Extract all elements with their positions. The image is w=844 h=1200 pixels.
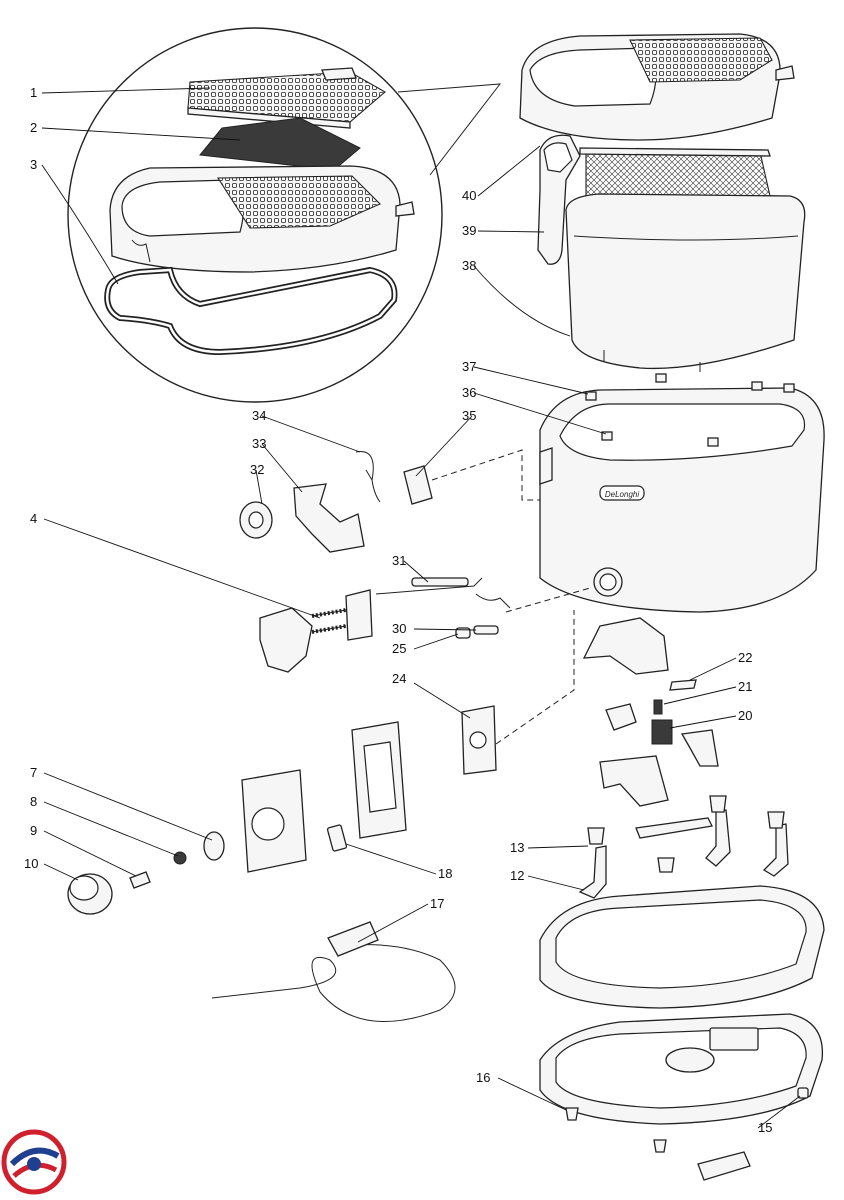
callout-32: 32 bbox=[250, 462, 264, 477]
callout-21: 21 bbox=[738, 679, 752, 694]
clips-part-37 bbox=[585, 373, 795, 447]
callout-34: 34 bbox=[252, 408, 266, 423]
callout-16: 16 bbox=[476, 1070, 490, 1085]
lid-detail-circle bbox=[67, 27, 502, 403]
callout-10: 10 bbox=[24, 856, 38, 871]
callout-labels: 1 2 3 4 7 8 9 10 12 13 15 16 17 18 20 21… bbox=[24, 85, 772, 1135]
base-frame bbox=[539, 885, 825, 1009]
callout-17: 17 bbox=[430, 896, 444, 911]
callout-15: 15 bbox=[758, 1120, 772, 1135]
callout-4: 4 bbox=[30, 511, 37, 526]
gasket-part-3 bbox=[104, 266, 398, 356]
callout-33: 33 bbox=[252, 436, 266, 451]
wire-part-34 bbox=[355, 451, 381, 503]
insulator-part-22 bbox=[669, 679, 697, 691]
callout-2: 2 bbox=[30, 120, 37, 135]
bottom-cover bbox=[697, 1151, 751, 1181]
motor-bracket bbox=[582, 617, 669, 675]
leader-lines bbox=[41, 87, 801, 1129]
callout-36: 36 bbox=[462, 385, 476, 400]
callout-38: 38 bbox=[462, 258, 476, 273]
callout-40: 40 bbox=[462, 188, 476, 203]
callout-37: 37 bbox=[462, 359, 476, 374]
thermostat-plate-part-24 bbox=[461, 610, 575, 775]
knob-bushing-part-7 bbox=[203, 831, 225, 861]
foot-part-16 bbox=[565, 1107, 667, 1153]
power-cord-part-17 bbox=[211, 921, 456, 1022]
ring-part-32 bbox=[239, 501, 273, 539]
bracket-part-33 bbox=[293, 483, 365, 553]
callout-3: 3 bbox=[30, 157, 37, 172]
control-box bbox=[241, 721, 407, 873]
callout-8: 8 bbox=[30, 794, 37, 809]
callout-30: 30 bbox=[392, 621, 406, 636]
main-body-housing bbox=[539, 387, 825, 613]
callout-22: 22 bbox=[738, 650, 752, 665]
callout-1: 1 bbox=[30, 85, 37, 100]
washer-part-8 bbox=[173, 851, 187, 865]
lid-assembly-detail bbox=[109, 165, 415, 273]
bowl-part-38 bbox=[565, 193, 806, 372]
vent-cover-part-1 bbox=[187, 67, 386, 129]
handle-part-39 bbox=[537, 134, 581, 265]
fryer-lid-assembly bbox=[519, 33, 795, 141]
spring-part-21 bbox=[653, 699, 663, 715]
grommet-part-13 bbox=[587, 795, 785, 873]
callout-9: 9 bbox=[30, 823, 37, 838]
screw-part-9 bbox=[129, 871, 151, 889]
plug-part-15 bbox=[797, 1087, 809, 1099]
sensor-cable-part-31 bbox=[375, 577, 511, 609]
switch-block bbox=[599, 703, 719, 807]
brand-label: DeLonghi bbox=[605, 490, 639, 499]
callout-12: 12 bbox=[510, 868, 524, 883]
knob-part-10 bbox=[67, 873, 113, 915]
callout-13: 13 bbox=[510, 840, 524, 855]
callout-25: 25 bbox=[392, 641, 406, 656]
callout-31: 31 bbox=[392, 553, 406, 568]
fuse-part-30 bbox=[473, 625, 499, 635]
relay-part-20 bbox=[651, 719, 673, 745]
base-bottom bbox=[539, 1013, 824, 1125]
support-part-12 bbox=[578, 809, 789, 899]
callout-18: 18 bbox=[438, 866, 452, 881]
connector-part-35 bbox=[403, 449, 540, 505]
callout-20: 20 bbox=[738, 708, 752, 723]
brand-logo bbox=[1, 1129, 67, 1195]
spring-mount-part-4 bbox=[259, 589, 373, 673]
callout-7: 7 bbox=[30, 765, 37, 780]
callout-35: 35 bbox=[462, 408, 476, 423]
switch-part-18 bbox=[326, 824, 348, 852]
filter-part-2 bbox=[199, 117, 361, 171]
pin-part-25 bbox=[455, 587, 591, 639]
callout-39: 39 bbox=[462, 223, 476, 238]
callout-24: 24 bbox=[392, 671, 406, 686]
